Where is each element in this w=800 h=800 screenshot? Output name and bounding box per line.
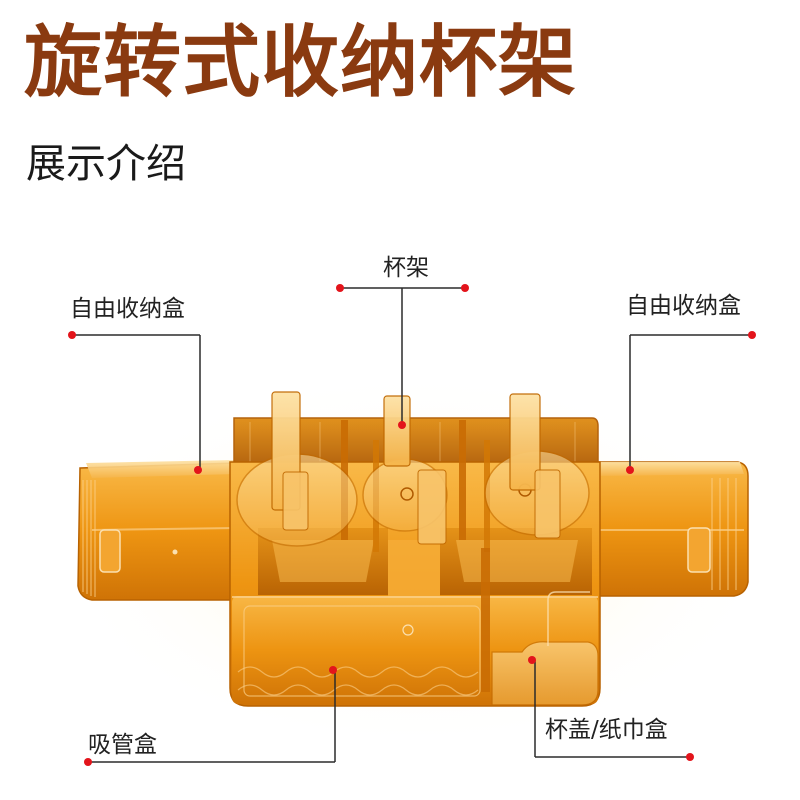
left-inner-post — [282, 471, 309, 531]
middle-cup-post — [383, 395, 411, 467]
right-cup-post — [509, 393, 541, 491]
cup-rack-marker-target — [398, 421, 406, 429]
left-tray-pin — [172, 549, 178, 555]
front-divider-wall — [481, 548, 490, 692]
left-storage-tray — [77, 460, 237, 601]
right-tray-ribs — [711, 478, 737, 590]
right-storage-tray — [593, 461, 749, 597]
right-box-leader — [626, 331, 756, 474]
callout-lid-tissue-box: 杯盖/纸巾盒 — [545, 717, 668, 743]
callout-straw-box: 吸管盒 — [88, 732, 157, 758]
central-cup-box — [229, 391, 601, 707]
callout-cup-rack: 杯架 — [383, 255, 429, 281]
callout-left-storage-box: 自由收纳盒 — [70, 296, 185, 322]
left-tray-slot — [99, 529, 121, 573]
right-inner-post — [534, 469, 561, 539]
middle-inner-post — [417, 469, 447, 545]
left-box-marker-target — [194, 466, 202, 474]
straw-box-marker-start — [84, 758, 92, 766]
cup-rack-leader — [336, 284, 469, 429]
lid-tissue-marker-end — [686, 753, 694, 761]
lid-tissue-notch — [547, 591, 590, 646]
right-box-marker-start — [748, 331, 756, 339]
straw-box-center-mark — [402, 624, 414, 636]
straw-box-marker-target — [329, 666, 337, 674]
lid-tissue-marker-target — [528, 656, 536, 664]
lid-tissue-compartment — [491, 641, 599, 706]
straw-box-leader — [84, 666, 337, 766]
callout-right-storage-box: 自由收纳盒 — [626, 293, 741, 319]
lid-tissue-leader — [528, 656, 694, 761]
page-title: 旋转式收纳杯架 — [24, 18, 578, 108]
middle-disc-hole — [400, 487, 414, 501]
right-tray-rim — [594, 462, 744, 476]
left-tray-ribs — [82, 480, 96, 597]
straw-box-inner-rim — [243, 605, 481, 697]
left-box-marker-start — [68, 331, 76, 339]
cup-rack-marker-left — [336, 284, 344, 292]
middle-lower-bay — [388, 540, 440, 598]
right-pedestal-inner — [456, 540, 578, 582]
right-box-marker-target — [626, 466, 634, 474]
left-box-leader — [68, 331, 202, 474]
right-tray-slot — [687, 527, 711, 573]
left-pedestal-inner — [272, 540, 374, 582]
divider-right-a — [459, 420, 466, 540]
page-subtitle: 展示介绍 — [26, 141, 186, 187]
straw-box-ripple-texture — [237, 666, 479, 696]
cup-rack-marker-right — [461, 284, 469, 292]
